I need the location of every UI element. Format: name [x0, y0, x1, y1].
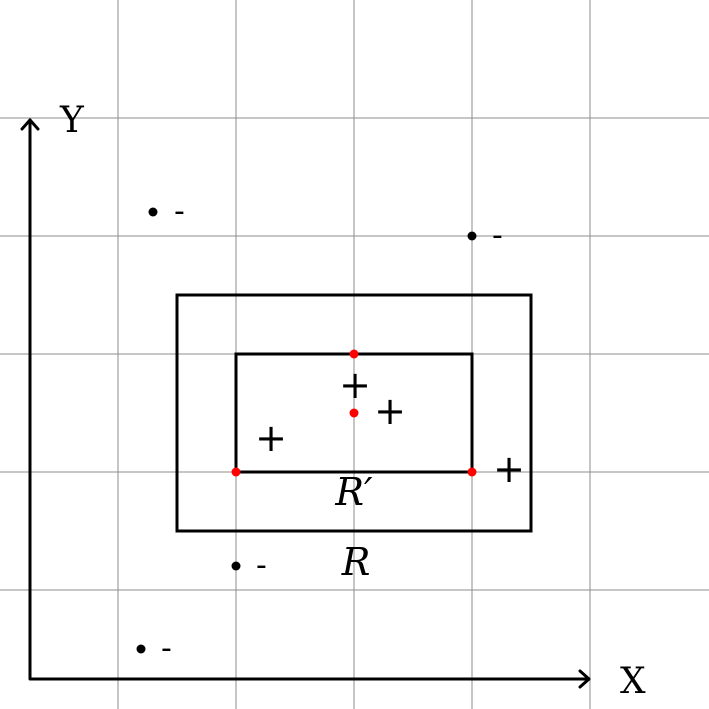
negative-sign: -	[174, 194, 185, 229]
y-axis-arrowhead	[20, 118, 40, 131]
highlighted-points	[231, 349, 477, 477]
negative-point	[148, 207, 158, 217]
x-axis-arrowhead	[578, 669, 591, 689]
positive-points: + + + +	[255, 363, 525, 491]
positive-sign: +	[493, 447, 525, 491]
inner-rectangle-label: R′	[334, 470, 373, 514]
negative-sign: -	[492, 218, 503, 253]
red-point	[349, 408, 359, 418]
positive-sign: +	[374, 389, 406, 433]
red-point	[349, 349, 359, 359]
red-point	[231, 467, 241, 477]
positive-sign: +	[339, 363, 371, 407]
axes: Y X	[20, 100, 646, 702]
outer-rectangle-label: R	[341, 540, 371, 584]
negative-points: - - - -	[136, 194, 503, 666]
x-axis-label: X	[620, 661, 646, 702]
y-axis-label: Y	[59, 100, 85, 141]
outer-rectangle-r	[175, 293, 533, 533]
negative-point	[231, 561, 241, 571]
axis-lines	[28, 118, 591, 681]
negative-point	[467, 231, 477, 241]
negative-sign: -	[256, 548, 267, 583]
negative-sign: -	[161, 631, 172, 666]
red-point	[467, 467, 477, 477]
negative-point	[136, 644, 146, 654]
positive-sign: +	[255, 416, 287, 460]
